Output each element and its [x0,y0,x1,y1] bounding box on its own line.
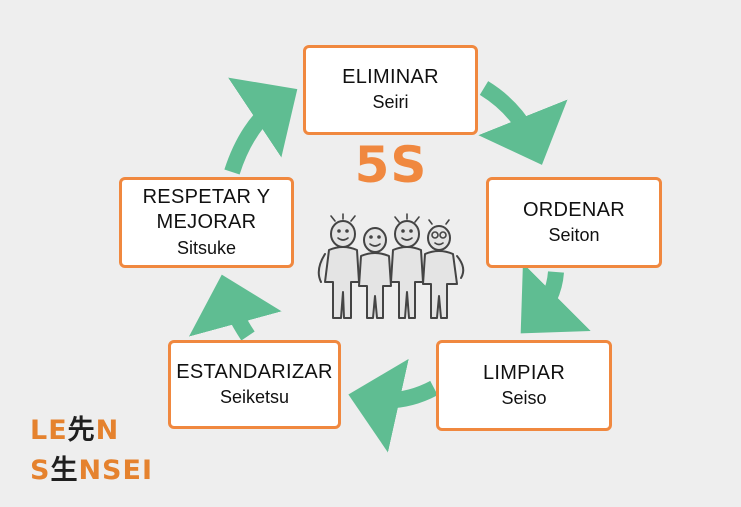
step-box-respetar-y-mejorar: RESPETAR Y MEJORAR Sitsuke [119,177,294,268]
step-box-estandarizar: ESTANDARIZAR Seiketsu [168,340,341,429]
logo-line-2: S生NSEI [30,448,153,487]
step-japanese-name: Seiketsu [219,386,290,407]
cycle-arrow-icon [188,274,282,341]
step-name: LIMPIAR [482,361,566,384]
step-japanese-name: Seiri [372,92,409,112]
step-japanese-name: Seiton [548,224,600,245]
logo-kanji: 生 [50,455,79,486]
step-name: ELIMINAR [342,66,439,88]
logo-text: N [95,415,120,446]
logo-kanji: 先 [67,415,96,446]
logo-text: NSEI [78,455,153,486]
cycle-arrow-icon [224,77,298,175]
cycle-arrow-icon [478,81,568,165]
diagram-title: 5S [354,136,428,194]
step-japanese-name: Seiso [501,387,547,408]
cycle-arrow-icon [520,263,591,334]
step-name-line-1: RESPETAR Y [142,185,271,208]
step-box-limpiar: LIMPIAR Seiso [436,340,612,431]
logo-text: S [30,455,51,486]
step-name-line-2: MEJORAR [156,210,257,233]
team-people-illustration-icon [317,213,465,319]
step-box-eliminar: ELIMINAR Seiri [303,45,478,135]
cycle-arrow-icon [348,358,438,453]
lean-sensei-logo: LE先N S生NSEI [30,408,190,486]
step-name: ESTANDARIZAR [176,360,333,383]
step-box-ordenar: ORDENAR Seiton [486,177,662,268]
step-name: ORDENAR [522,198,626,221]
logo-line-1: LE先N [30,408,119,447]
logo-text: LE [30,415,68,446]
step-japanese-name: Sitsuke [176,237,237,258]
